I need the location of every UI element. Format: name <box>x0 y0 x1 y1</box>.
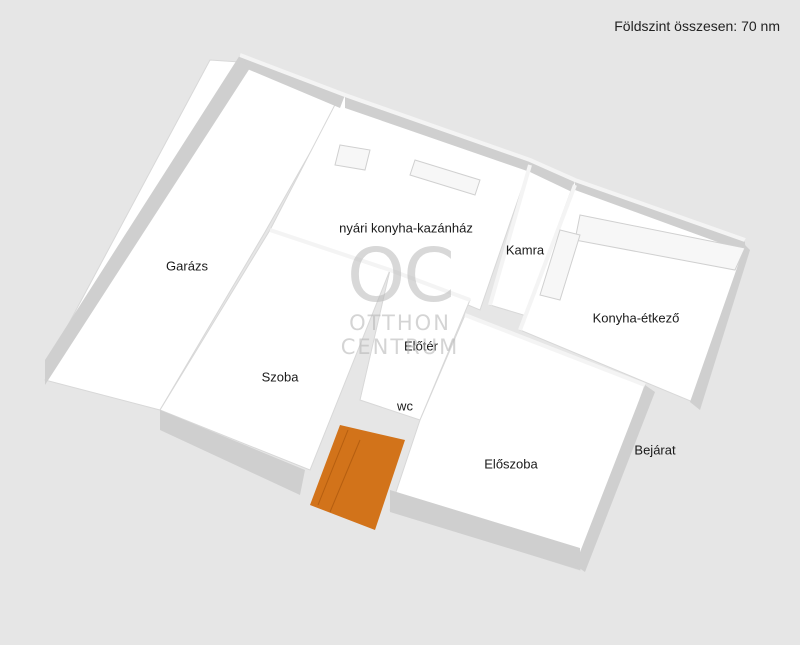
floor-total-area: Földszint összesen: 70 nm <box>614 18 780 34</box>
wall-kamra-back <box>530 160 575 192</box>
wall-eloszoba-right <box>575 385 655 572</box>
kitchen-counter <box>574 214 746 271</box>
room-label-wc: wc <box>397 398 413 414</box>
room-label-konyha-etkezo: Konyha-étkező <box>592 310 680 326</box>
wall-garazs-left <box>45 55 250 385</box>
wall-szoba-front <box>160 410 305 495</box>
summer-kitchen-table <box>334 144 371 171</box>
room-label-szoba: Szoba <box>261 369 299 385</box>
room-label-eloter: Előtér <box>404 338 438 354</box>
room-label-garazs: Garázs <box>166 258 208 274</box>
wall-lines <box>239 53 746 387</box>
room-label-kamra: Kamra <box>505 242 545 258</box>
wall-garazs-back <box>240 55 345 108</box>
room-label-nyari-konyha: nyári konyha-kazánház <box>339 220 473 236</box>
kitchen-counter-side <box>539 229 581 301</box>
summer-kitchen-sink <box>409 159 481 196</box>
wall-nyari-back <box>345 95 530 172</box>
room-label-bejarat: Bejárat <box>634 442 676 458</box>
wall-sides <box>45 55 750 572</box>
room-label-eloszoba: Előszoba <box>484 456 538 472</box>
stair <box>310 425 405 530</box>
wall-eloszoba-front <box>390 490 580 570</box>
floor-areas <box>44 59 746 571</box>
furniture <box>334 144 746 301</box>
stair-floor <box>310 425 405 530</box>
wall-konyha-right <box>690 245 750 410</box>
